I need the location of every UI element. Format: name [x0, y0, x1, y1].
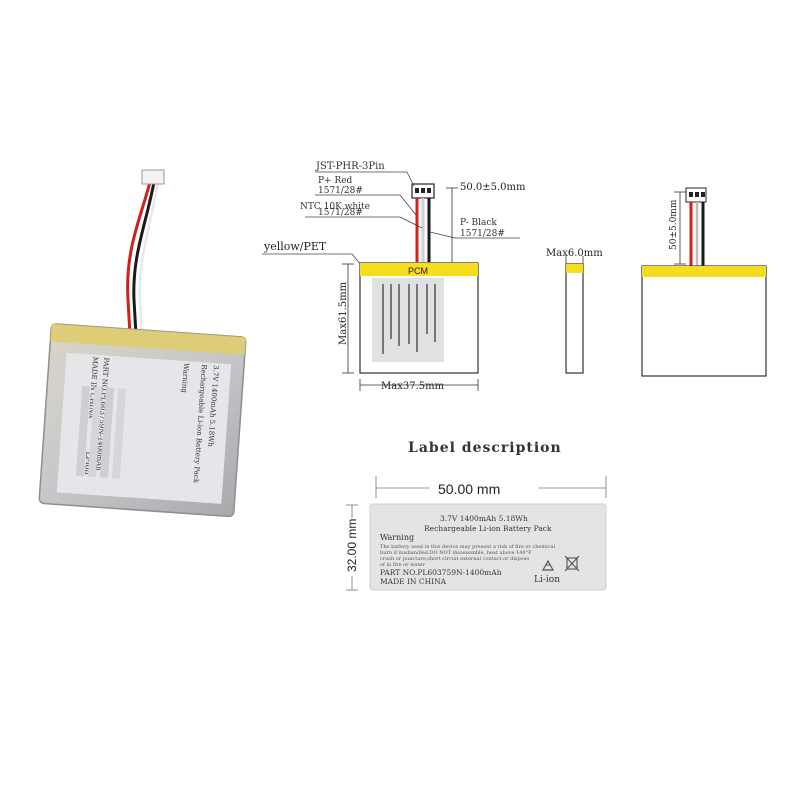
- tape-label: yellow/PET: [263, 240, 327, 253]
- side-view-drawing: Max6.0mm: [546, 248, 603, 374]
- battery-photo: 3.7V 1400mAh 5.18Wh Rechargeable Li-ion …: [38, 169, 247, 518]
- label-warning-text-3: crush or puncture,short circuit external…: [380, 556, 529, 562]
- wire-neg-label: P- Black: [460, 218, 497, 228]
- label-line2: Rechargeable Li-ion Battery Pack: [424, 524, 552, 533]
- wire-ntc-spec: 1571/28#: [318, 208, 363, 218]
- width-label: Max37.5mm: [381, 381, 445, 392]
- back-wire-length-label: 50±5.0mm: [669, 199, 679, 250]
- wire-length-label: 50.0±5.0mm: [460, 182, 526, 193]
- wire-pos-spec: 1571/28#: [318, 186, 363, 196]
- label-warning-text-1: The battery used in this device may pres…: [380, 544, 556, 550]
- label-part: PART NO.PL603759N-1400mAh: [380, 568, 502, 577]
- wire-ntc-label: NTC 10K white: [300, 202, 370, 212]
- thickness-label: Max6.0mm: [546, 248, 603, 259]
- height-label: Max61.5mm: [338, 281, 349, 345]
- label-width-label: 50.00 mm: [438, 481, 500, 497]
- jst-connector-photo: [141, 169, 165, 185]
- label-warning-text-2: burn if mishandled.DO NOT disassemble, h…: [380, 550, 532, 556]
- photo-warning: Warning: [180, 363, 190, 394]
- label-line1: 3.7V 1400mAh 5.18Wh: [440, 514, 528, 523]
- wire-neg-spec: 1571/28#: [460, 229, 505, 239]
- front-view-drawing: JST-PHR-3Pin P+ Red 1571/28# NTC 10K whi…: [262, 161, 526, 392]
- pcm-strip: [360, 263, 478, 276]
- label-chem: Li-ion: [534, 575, 560, 585]
- label-description-section: Label description 50.00 mm 32.00 mm 3.7V…: [340, 440, 607, 591]
- back-view-drawing: 50±5.0mm: [641, 187, 767, 377]
- photo-chem: Li-ion: [83, 451, 94, 475]
- label-height-label: 32.00 mm: [345, 519, 359, 572]
- recycle-icon: [541, 559, 555, 571]
- label-panel: [369, 503, 607, 591]
- label-warning-text-4: of in fire or water: [380, 562, 425, 568]
- pcm-label: PCM: [408, 266, 428, 276]
- wire-pos-label: P+ Red: [318, 176, 353, 186]
- label-made: MADE IN CHINA: [380, 577, 447, 586]
- label-section-title: Label description: [408, 440, 562, 456]
- label-warning: Warning: [380, 533, 414, 542]
- connector-label: JST-PHR-3Pin: [315, 161, 385, 172]
- crossed-bin-icon: [564, 555, 580, 572]
